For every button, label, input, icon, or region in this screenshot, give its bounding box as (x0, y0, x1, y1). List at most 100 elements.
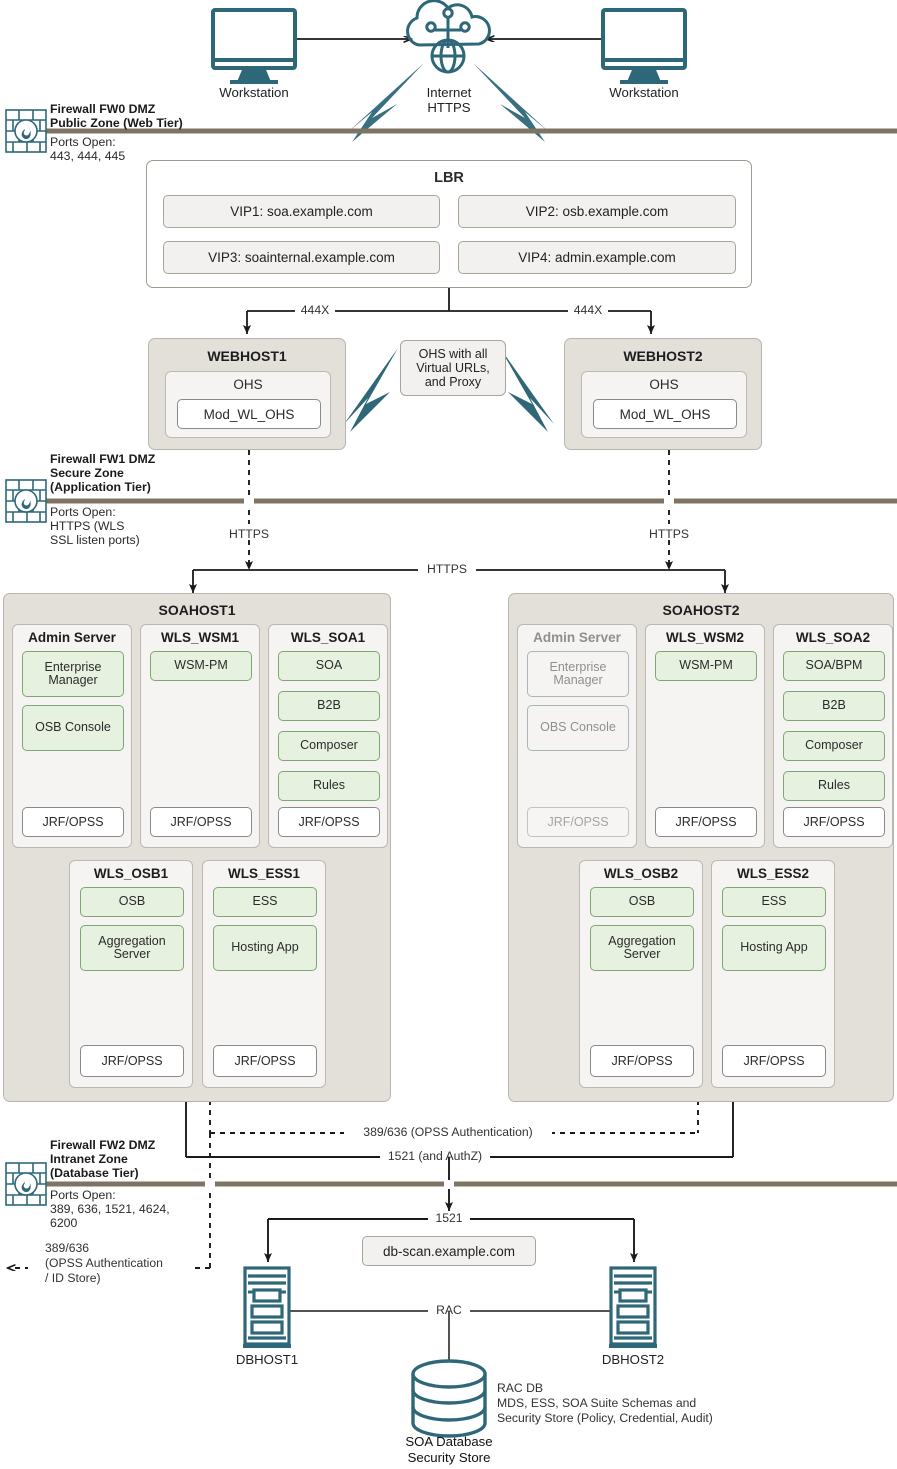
dbhost1-label: DBHOST1 (235, 1352, 299, 1367)
soahost2-app-osb[interactable]: OSB (590, 887, 694, 917)
soahost2-app-soa-bpm[interactable]: SOA/BPM (783, 651, 885, 681)
soahost1-app-aggregation-server[interactable]: Aggregation Server (80, 925, 184, 971)
firewall-fw0-title: Firewall FW0 DMZ Public Zone (Web Tier) (50, 102, 183, 131)
rac-link-label: RAC (436, 1303, 462, 1317)
rac-db-note-1: MDS, ESS, SOA Suite Schemas and (497, 1395, 697, 1410)
lbr-vip-2[interactable]: VIP2: osb.example.com (458, 195, 736, 228)
soahost1-wsm-title: WLS_WSM1 (160, 630, 239, 645)
db-scan-address: db-scan.example.com (362, 1236, 536, 1266)
soahost1-box: SOAHOST1 Admin Server Enterprise Manager… (3, 593, 391, 1102)
id-store-line-1: (OPSS Authentication (45, 1255, 163, 1270)
database-cylinder-icon (411, 1359, 487, 1438)
lbr-vip-4[interactable]: VIP4: admin.example.com (458, 241, 736, 274)
soahost1-admin-jrf: JRF/OPSS (22, 807, 124, 837)
soahost1-app-soa[interactable]: SOA (278, 651, 380, 681)
fw2-ports-line-1: 389, 636, 1521, 4624, (50, 1201, 170, 1216)
soahost1-osb-jrf: JRF/OPSS (80, 1045, 184, 1077)
webhost2-modwl: Mod_WL_OHS (593, 399, 737, 429)
fw1-title-line-1: Secure Zone (50, 465, 124, 480)
soahost2-title: SOAHOST2 (662, 602, 740, 618)
link-label-444x-left: 444X (300, 303, 330, 317)
soahost2-app-rules[interactable]: Rules (783, 771, 885, 801)
webhost2-ohs-container: OHS Mod_WL_OHS (581, 371, 747, 438)
https-label-right: HTTPS (649, 527, 689, 541)
lbr-vip-3[interactable]: VIP3: soainternal.example.com (163, 241, 440, 274)
soahost1-app-osb-console[interactable]: OSB Console (22, 705, 124, 751)
soahost2-app-composer[interactable]: Composer (783, 731, 885, 761)
soahost2-osb-jrf: JRF/OPSS (590, 1045, 694, 1077)
soahost1-soa-title: WLS_SOA1 (290, 630, 366, 645)
webhost2-box: WEBHOST2 OHS Mod_WL_OHS (564, 338, 762, 450)
soa-database-caption-line-0: SOA Database (405, 1434, 493, 1449)
webhost2-ohs-label: OHS (649, 377, 679, 392)
lbr-title: LBR (434, 170, 464, 186)
id-store-line-0: 389/636 (45, 1241, 90, 1255)
workstation-icon-left (211, 8, 297, 84)
soahost2-app-wsm-pm[interactable]: WSM-PM (655, 651, 757, 681)
lightning-bolt-right (473, 63, 549, 142)
soahost2-app-ess[interactable]: ESS (722, 887, 826, 917)
webhost1-ohs-label: OHS (233, 377, 263, 392)
https-label-cross: HTTPS (427, 562, 467, 576)
fw2-ports-line-0: Ports Open: (50, 1188, 116, 1202)
soahost2-admin-server-title: Admin Server (533, 630, 621, 645)
workstation-label-left: Workstation (219, 85, 289, 100)
fw2-ports-line-2: 6200 (50, 1215, 78, 1230)
link-label-444x-right: 444X (573, 303, 603, 317)
fw1-title-line-0: Firewall FW1 DMZ (50, 452, 156, 466)
soahost2-osb-title: WLS_OSB2 (603, 866, 679, 881)
soahost2-app-hosting-app[interactable]: Hosting App (722, 925, 826, 971)
rac-db-note-0: RAC DB (497, 1381, 544, 1395)
fw1-ports-line-2: SSL listen ports) (50, 532, 140, 547)
soahost2-ess-column: WLS_ESS2 ESS Hosting App JRF/OPSS (711, 860, 835, 1088)
soahost2-app-enterprise-manager[interactable]: Enterprise Manager (527, 651, 629, 697)
firewall-icon-fw2 (5, 1162, 47, 1206)
soahost1-app-osb[interactable]: OSB (80, 887, 184, 917)
soahost1-app-ess[interactable]: ESS (213, 887, 317, 917)
soahost1-app-wsm-pm[interactable]: WSM-PM (150, 651, 252, 681)
soahost2-app-obs-console[interactable]: OBS Console (527, 705, 629, 751)
fw0-title-line-0: Firewall FW0 DMZ (50, 102, 156, 116)
soahost2-soa-column: WLS_SOA2 SOA/BPM B2B Composer Rules JRF/… (773, 624, 893, 848)
soahost1-app-composer[interactable]: Composer (278, 731, 380, 761)
soahost1-osb-column: WLS_OSB1 OSB Aggregation Server JRF/OPSS (69, 860, 193, 1088)
soahost2-app-aggregation-server[interactable]: Aggregation Server (590, 925, 694, 971)
firewall-fw1-ports: Ports Open: HTTPS (WLS SSL listen ports) (50, 505, 140, 547)
soahost1-osb-title: WLS_OSB1 (93, 866, 169, 881)
lightning-bolt-webhost1 (344, 348, 398, 432)
internet-label-line2: HTTPS (427, 100, 471, 115)
soahost1-app-rules[interactable]: Rules (278, 771, 380, 801)
soahost1-app-hosting-app[interactable]: Hosting App (213, 925, 317, 971)
workstation-icon-right (601, 8, 687, 84)
webhost2-title: WEBHOST2 (623, 348, 703, 364)
soahost1-app-b2b[interactable]: B2B (278, 691, 380, 721)
soahost2-app-b2b[interactable]: B2B (783, 691, 885, 721)
fw2-title-line-2: (Database Tier) (50, 1165, 139, 1180)
firewall-icon-fw1 (5, 479, 47, 523)
soa-database-caption-line-1: Security Store (407, 1449, 491, 1465)
soahost1-soa-jrf: JRF/OPSS (278, 807, 380, 837)
soahost1-ess-column: WLS_ESS1 ESS Hosting App JRF/OPSS (202, 860, 326, 1088)
webhost1-modwl: Mod_WL_OHS (177, 399, 321, 429)
fw2-title-line-1: Intranet Zone (50, 1151, 128, 1166)
lightning-bolt-left (348, 63, 424, 142)
fw0-ports-line-1: 443, 444, 445 (50, 148, 126, 163)
opss-auth-link-label: 389/636 (OPSS Authentication) (363, 1125, 533, 1139)
fw2-title-line-0: Firewall FW2 DMZ (50, 1138, 156, 1152)
soahost2-wsm-column: WLS_WSM2 WSM-PM JRF/OPSS (645, 624, 765, 848)
webhost1-title: WEBHOST1 (207, 348, 287, 364)
db-server-icon-1 (243, 1266, 291, 1348)
soahost2-osb-column: WLS_OSB2 OSB Aggregation Server JRF/OPSS (579, 860, 703, 1088)
lbr-vip-1[interactable]: VIP1: soa.example.com (163, 195, 440, 228)
soahost1-app-enterprise-manager[interactable]: Enterprise Manager (22, 651, 124, 697)
lbr-box: LBR VIP1: soa.example.com VIP2: osb.exam… (146, 160, 752, 288)
firewall-fw2-ports: Ports Open: 389, 636, 1521, 4624, 6200 (50, 1188, 170, 1230)
soahost2-box: SOAHOST2 Admin Server Enterprise Manager… (508, 593, 894, 1102)
firewall-fw0-ports: Ports Open: 443, 444, 445 (50, 135, 126, 164)
webhost1-ohs-container: OHS Mod_WL_OHS (165, 371, 331, 438)
fw0-title-line-1: Public Zone (Web Tier) (50, 115, 183, 130)
soahost1-admin-server-column: Admin Server Enterprise Manager OSB Cons… (12, 624, 132, 848)
fw1-ports-line-0: Ports Open: (50, 505, 116, 519)
